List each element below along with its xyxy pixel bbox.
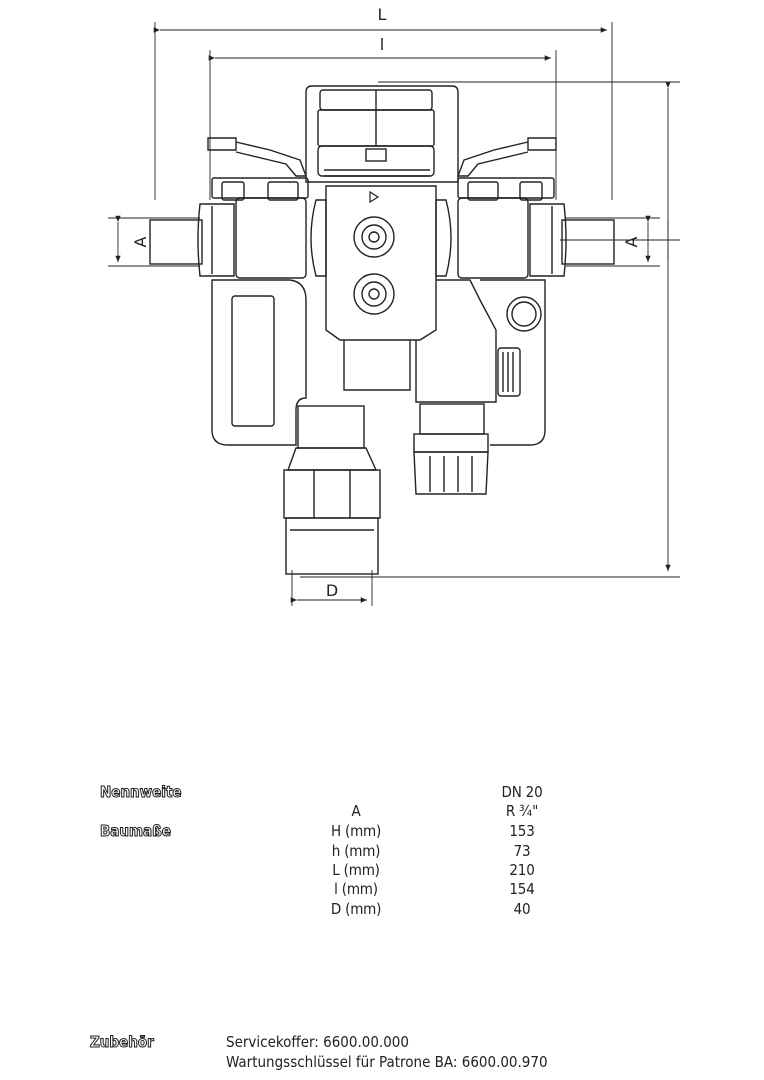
nennweite-label: Nennweite <box>100 783 183 802</box>
right-valve <box>456 137 615 279</box>
label-l: l <box>380 35 384 54</box>
technical-drawing: L l A A D <box>108 5 680 606</box>
central-body <box>310 185 497 403</box>
left-valve <box>149 137 309 279</box>
label-L: L <box>378 5 387 24</box>
bottom-outlet <box>283 405 381 575</box>
label-D: D <box>326 581 338 600</box>
dimension-H <box>300 81 680 578</box>
accessory-item: Wartungsschlüssel für Patrone BA: 6600.0… <box>226 1053 548 1071</box>
a-label: A <box>351 802 361 820</box>
top-cap <box>305 85 459 183</box>
accessory-item: Servicekoffer: 6600.00.000 <box>226 1033 409 1051</box>
dimension-h <box>560 220 680 260</box>
row-label: h (mm) <box>331 842 381 860</box>
row-label: D (mm) <box>330 900 382 918</box>
row-value: 40 <box>513 900 531 918</box>
dimension-L <box>153 22 613 200</box>
dimension-A-right <box>566 215 660 267</box>
label-A-right: A <box>622 236 641 247</box>
nennweite-value: DN 20 <box>501 783 543 801</box>
row-label: H (mm) <box>330 822 382 840</box>
dimension-A-left <box>108 215 200 267</box>
dimension-D <box>290 570 373 606</box>
accessories-label: Zubehör <box>90 1033 155 1052</box>
row-label: l (mm) <box>334 880 378 898</box>
valve-housing <box>211 279 546 446</box>
label-A-left: A <box>131 236 150 247</box>
row-value: 153 <box>509 822 535 840</box>
row-value: 154 <box>509 880 535 898</box>
baumasse-label: Baumaße <box>99 822 172 841</box>
a-value: R ¾" <box>505 802 539 820</box>
row-value: 73 <box>513 842 531 860</box>
row-value: 210 <box>509 861 535 879</box>
dimension-l <box>208 50 557 200</box>
drain-valve <box>413 403 489 495</box>
row-label: L (mm) <box>332 861 380 879</box>
